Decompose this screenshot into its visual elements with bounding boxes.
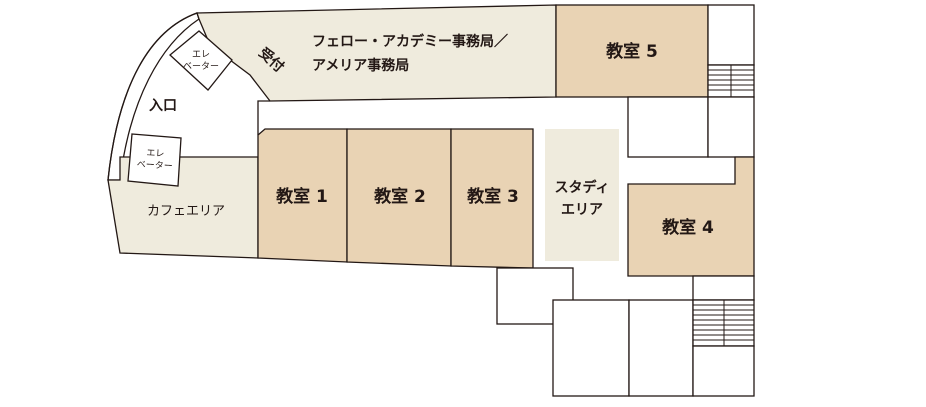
classroom-1-label: 教室 1 — [275, 186, 328, 207]
service-block-mid-right — [707, 96, 755, 158]
classroom-4-label: 教室 4 — [661, 217, 714, 238]
service-block-bottom-3 — [692, 275, 755, 301]
elevator-lower-label-line2: ベーター — [136, 159, 173, 172]
classroom-3-label: 教室 3 — [466, 186, 519, 207]
elevator-lower-label: エレ ベーター — [136, 149, 173, 172]
stair-top-steps — [708, 65, 754, 97]
service-block-bottom-4 — [692, 345, 755, 397]
office-label-line1: フェロー・アカデミー事務局／ — [312, 33, 508, 50]
elevator-upper-label-line1: エレ — [192, 50, 210, 60]
classroom-5-label: 教室 5 — [605, 41, 658, 62]
classroom-4-area — [627, 156, 755, 277]
elevator-lower-box — [127, 133, 182, 187]
office-label-line2: アメリア事務局 — [312, 57, 409, 74]
stair-bottom-steps — [693, 300, 754, 346]
elevator-upper-label-line2: ベーター — [183, 61, 219, 72]
service-block-top — [707, 4, 755, 66]
study-area-label-line1: スタディ — [554, 179, 609, 196]
corridor-inner-wall — [257, 100, 270, 135]
classroom-2-label: 教室 2 — [373, 186, 426, 207]
classroom-5-area — [555, 4, 709, 98]
service-block-bottom-1 — [552, 299, 630, 397]
service-block-bottom-2 — [628, 299, 694, 397]
entrance-label: 入口 — [149, 98, 177, 114]
elevator-lower-label-line1: エレ — [146, 149, 165, 160]
study-area — [545, 129, 619, 261]
office-area — [196, 4, 557, 102]
elevator-upper-box — [169, 30, 233, 91]
service-block-mid-left — [627, 96, 709, 158]
cafe-area-label: カフェエリア — [147, 204, 225, 219]
elevator-upper-label: エレ ベーター — [183, 50, 219, 72]
study-area-label-line2: エリア — [561, 202, 603, 218]
corridor-outer-wall — [107, 12, 198, 181]
